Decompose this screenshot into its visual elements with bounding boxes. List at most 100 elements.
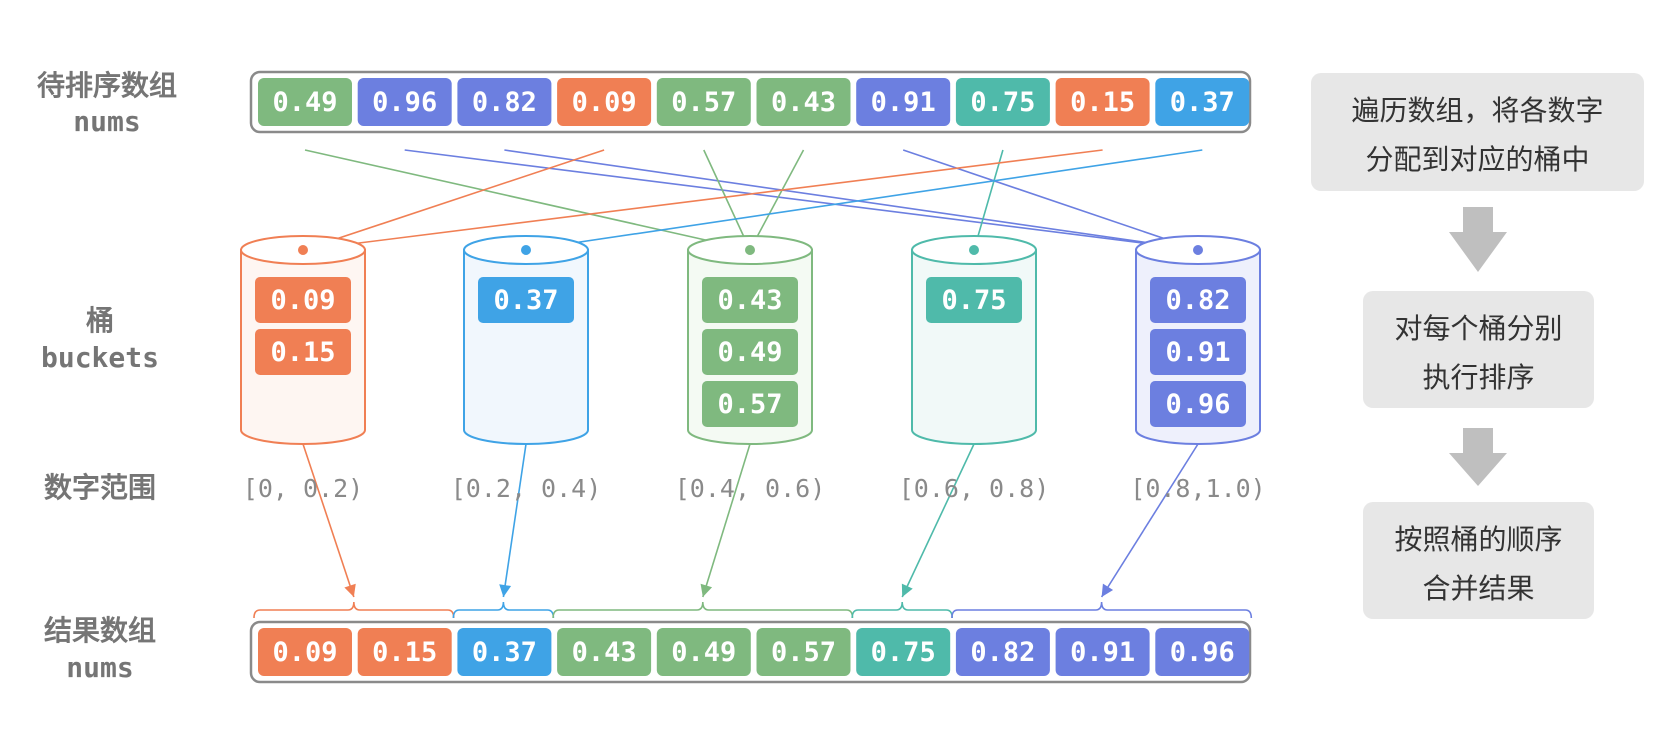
merge-arrowhead (499, 584, 512, 597)
bucket-item-value: 0.15 (270, 337, 335, 368)
distribution-line (703, 149, 751, 251)
bucket-item: 0.91 (1150, 329, 1246, 375)
bucket-range-label: [0.8,1.0) (1130, 474, 1265, 503)
step-text-line2: 分配到对应的桶中 (1365, 143, 1589, 176)
result-cell-value: 0.57 (771, 637, 836, 668)
merge-brace (951, 601, 1253, 619)
result-cell: 0.96 (1155, 628, 1250, 676)
bucket-entry-dot (745, 245, 755, 255)
merge-arrowhead (1101, 583, 1114, 597)
bucket-item-value: 0.49 (717, 337, 782, 368)
result-cell-bg (1055, 628, 1150, 676)
distribution-line (504, 149, 1199, 251)
bucket-item-bg (702, 381, 798, 427)
merge-arrowhead (700, 583, 713, 597)
step-text-line1: 对每个桶分别 (1394, 312, 1562, 345)
merge-arrowhead (344, 583, 356, 597)
input-cell: 0.49 (258, 78, 352, 126)
bucket-item: 0.49 (702, 329, 798, 375)
merge-brace (253, 601, 455, 619)
bucket-item: 0.82 (1150, 277, 1246, 323)
bucket-3: 0.430.490.57 (687, 235, 813, 445)
merge-brace (552, 601, 854, 619)
result-cell-bg (258, 628, 352, 676)
result-cell-value: 0.43 (572, 637, 637, 668)
bucket-item: 0.37 (478, 277, 574, 323)
step-text-line2: 执行排序 (1422, 361, 1534, 394)
result-cell: 0.82 (955, 628, 1050, 676)
result-cell: 0.57 (756, 628, 851, 676)
step-text-line2: 合并结果 (1422, 572, 1534, 605)
result-cell: 0.09 (258, 628, 352, 676)
input-cell-value: 0.82 (472, 87, 537, 118)
input-cell-bg (955, 78, 1050, 126)
bucket-item: 0.75 (926, 277, 1022, 323)
result-cell-bg (756, 628, 851, 676)
result-cell-value: 0.96 (1170, 637, 1235, 668)
merge-brace (851, 601, 953, 619)
bucket-item-bg (702, 277, 798, 323)
bucket-range-label: [0, 0.2) (243, 474, 363, 503)
result-cell: 0.37 (457, 628, 552, 676)
result-cell-bg (1155, 628, 1250, 676)
bucket-item-value: 0.09 (270, 285, 335, 316)
bucket-item-value: 0.96 (1165, 389, 1230, 420)
bucket-item-bg (255, 329, 351, 375)
distribution-line (749, 149, 805, 251)
merge-line (702, 443, 751, 598)
input-cell-value: 0.15 (1070, 87, 1135, 118)
bucket-item-value: 0.43 (717, 285, 782, 316)
result-cell-value: 0.37 (472, 637, 537, 668)
input-cell: 0.75 (955, 78, 1050, 126)
step-box-bg (1363, 502, 1594, 619)
input-cell-bg (1155, 78, 1250, 126)
result-cell-bg (457, 628, 552, 676)
bucket-item-value: 0.91 (1165, 337, 1230, 368)
step-box-bg (1311, 73, 1644, 191)
bucket-item-value: 0.82 (1165, 285, 1230, 316)
bucket-4: 0.75 (911, 235, 1037, 445)
result-cell: 0.15 (357, 628, 452, 676)
input-cell-bg (856, 78, 951, 126)
input-cell-bg (756, 78, 851, 126)
merge-line (302, 443, 355, 598)
result-cell-bg (955, 628, 1050, 676)
result-cell: 0.49 (656, 628, 751, 676)
input-cell-bg (557, 78, 652, 126)
input-cell-bg (457, 78, 552, 126)
distribution-line (973, 149, 1004, 251)
bucket-range-label: [0.4, 0.6) (675, 474, 826, 503)
input-cell: 0.82 (457, 78, 552, 126)
result-cell-value: 0.49 (671, 637, 736, 668)
input-cell: 0.96 (357, 78, 452, 126)
distribution-line (404, 149, 1199, 251)
merge-braces (253, 601, 1253, 619)
input-cell-bg (656, 78, 751, 126)
bucket-item-bg (702, 329, 798, 375)
distribution-lines (302, 149, 1203, 598)
bucket-item: 0.96 (1150, 381, 1246, 427)
range-label-cn: 数字范围 (44, 471, 156, 504)
step-text-line1: 按照桶的顺序 (1394, 523, 1562, 556)
input-cell-value: 0.37 (1170, 87, 1235, 118)
input-cell-value: 0.75 (970, 87, 1035, 118)
bucket-entry-dot (969, 245, 979, 255)
result-cell-value: 0.91 (1070, 637, 1135, 668)
input-cell: 0.57 (656, 78, 751, 126)
bucket-item-bg (1150, 277, 1246, 323)
step-text-line1: 遍历数组，将各数字 (1351, 94, 1603, 127)
input-label-en: nums (73, 105, 140, 138)
down-arrow-icon (1449, 207, 1507, 272)
merge-line (502, 443, 527, 598)
result-cell: 0.91 (1055, 628, 1150, 676)
bucket-range-label: [0.2, 0.4) (451, 474, 602, 503)
result-array: 0.09 0.15 0.37 0.43 0.49 0.57 0.75 0.82 0.91 0.96 (249, 620, 1252, 684)
result-cell-value: 0.15 (372, 637, 437, 668)
result-cell-value: 0.75 (871, 637, 936, 668)
